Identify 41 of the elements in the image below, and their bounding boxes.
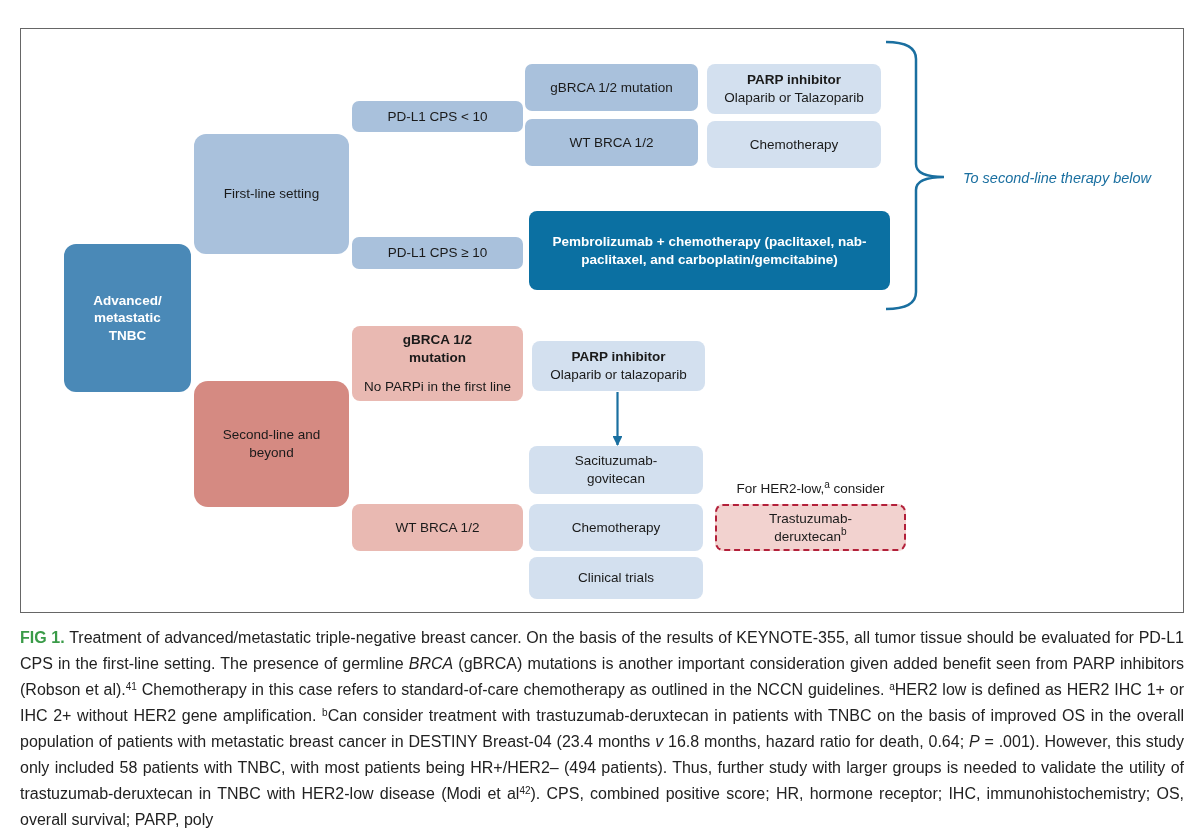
- condition-box: [352, 504, 523, 551]
- box-text: PD-L1 CPS ≥ 10: [387, 244, 488, 262]
- treatment-box: [532, 341, 705, 391]
- option-box: [715, 504, 906, 551]
- box-heading: gBRCA 1/2 mutation: [401, 331, 474, 367]
- treatment-box: [529, 504, 703, 551]
- treatment-box: [529, 557, 703, 599]
- condition-box: [352, 101, 523, 132]
- box-text: Chemotherapy: [749, 135, 839, 154]
- note-text: To second-line therapy below: [963, 169, 1152, 188]
- treatment-box: [707, 64, 881, 114]
- box-text: Olaparib or Talazoparib: [724, 89, 864, 107]
- box-text: Clinical trials: [578, 569, 654, 587]
- arrow: [612, 392, 623, 446]
- box-text: Sacituzumab-govitecan: [573, 452, 659, 488]
- box-text: Pembrolizumab + chemotherapy (paclitaxel, nab-paclitaxel, and carboplatin/gemcitabine): [551, 232, 868, 269]
- box-heading: PARP inhibitor: [571, 348, 666, 366]
- condition-box: [352, 237, 523, 269]
- figure-caption: FIG 1. Treatment of advanced/metastatic triple-negative breast cancer. On the basis of the results of KEYNOTE-355, all tumor tissue should be evaluated for PD-L1 CPS in the first-line setting. The presence of germline BRCA (gBRCA) mutations is another important consideration given added benefit seen from PARP inhibitors (Robson et al).$^{41}$ Chemotherapy in this case refers to standard-of-care chemotherapy as outlined in the NCCN guidelines. $^{a}$HER2 low is defined as HER2 IHC 1+ or IHC 2+ without HER2 gene amplification. $^{b}$Can consider treatment with trastuzumab-deruxtecan in patients with TNBC on the basis of improved OS in the overall population of patients with metastatic breast cancer in DESTINY Breast-04 (23.4 months v 16.8 months, hazard ratio for death, 0.64; P = .001). However, this study only included 58 patients with TNBC, with most patients being HR+/HER2– (494 patients). Thus, further study with larger groups is needed to validate the utility of trastuzumab-deruxtecan in TNBC with HER2-low disease (Modi et al$^{42}$). CPS, combined positive score; HR, hormone receptor; IHC, immunohistochemistry; OS, overall survival; PARP, poly: [20, 628, 1184, 830]
- setting-box: [194, 134, 349, 254]
- condition-box: [352, 326, 523, 401]
- box-text: Olaparib or talazoparib: [550, 366, 687, 384]
- condition-box: [525, 119, 698, 166]
- box-text: Trastuzumab-deruxtecan$^{b}$: [768, 509, 853, 546]
- box-text: Advanced/ metastatic TNBC: [92, 291, 163, 345]
- box-text: PD-L1 CPS < 10: [387, 107, 488, 126]
- box-text: First-line setting: [223, 185, 320, 203]
- box-text: WT BRCA 1/2: [395, 518, 480, 537]
- box-text: Second-line and beyond: [221, 426, 322, 462]
- box-heading: PARP inhibitor: [747, 71, 841, 89]
- setting-box: [194, 381, 349, 507]
- box-text: gBRCA 1/2 mutation: [550, 78, 673, 97]
- treatment-box: [529, 446, 703, 494]
- box-text: Chemotherapy: [571, 518, 661, 537]
- note-text: For HER2-low,$^{a}$ consider: [736, 480, 885, 498]
- treatment-box: [707, 121, 881, 168]
- start-box: [64, 244, 191, 392]
- box-text: No PARPi in the first line: [364, 378, 511, 396]
- treatment-box: [529, 211, 890, 290]
- condition-box: [525, 64, 698, 111]
- box-text: WT BRCA 1/2: [569, 133, 654, 152]
